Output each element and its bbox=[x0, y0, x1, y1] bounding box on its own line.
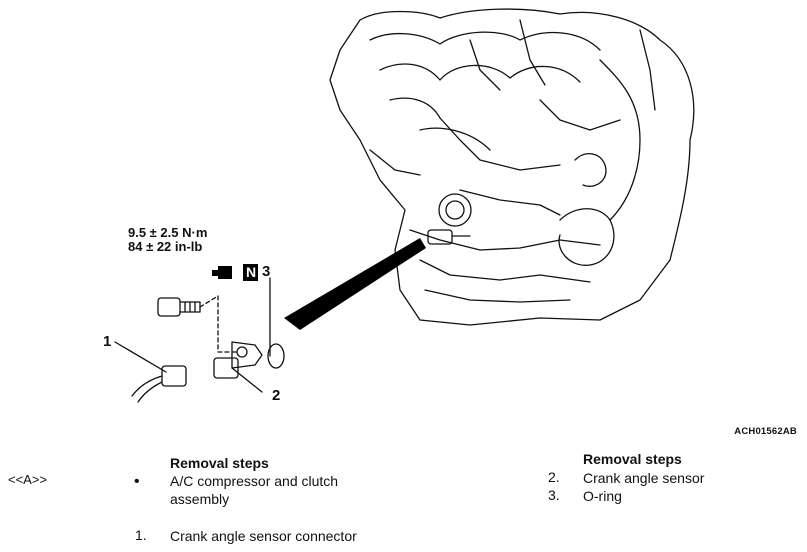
step-reference: <<A>> bbox=[8, 472, 48, 487]
left-removal-heading: Removal steps bbox=[170, 455, 269, 471]
o-ring bbox=[267, 343, 285, 369]
right-item-label: Crank angle sensor bbox=[583, 470, 705, 486]
n-badge-box bbox=[243, 264, 258, 281]
bullet-icon: • bbox=[134, 473, 140, 490]
torque-spec: 9.5 ± 2.5 N·m 84 ± 22 in-lb bbox=[128, 226, 207, 254]
torque-inlb: 84 ± 22 in-lb bbox=[128, 239, 203, 254]
engine-block bbox=[329, 8, 695, 326]
callout-2: 2 bbox=[272, 387, 281, 404]
torque-nm: 9.5 ± 2.5 N·m bbox=[128, 225, 208, 240]
right-item-label: O-ring bbox=[583, 488, 622, 504]
sensor-location bbox=[427, 193, 472, 245]
sensor-connector bbox=[131, 365, 187, 403]
left-item-number: 1. bbox=[135, 527, 147, 543]
replace-part-icon bbox=[212, 266, 232, 279]
figure-code: ACH01562AB bbox=[734, 426, 797, 437]
left-item-label: Crank angle sensor connector bbox=[170, 528, 357, 544]
n-badge-label: N bbox=[245, 264, 257, 280]
removal-diagram bbox=[114, 8, 695, 403]
bolt bbox=[157, 297, 201, 317]
right-item-number: 3. bbox=[548, 487, 560, 503]
right-removal-heading: Removal steps bbox=[583, 451, 682, 467]
right-item-number: 2. bbox=[548, 469, 560, 485]
bullet-item: A/C compressor and clutch assembly bbox=[170, 473, 339, 507]
callout-1: 1 bbox=[103, 333, 112, 350]
crank-angle-sensor bbox=[213, 341, 263, 379]
location-pointer bbox=[284, 238, 426, 330]
callout-3: 3 bbox=[262, 263, 271, 280]
